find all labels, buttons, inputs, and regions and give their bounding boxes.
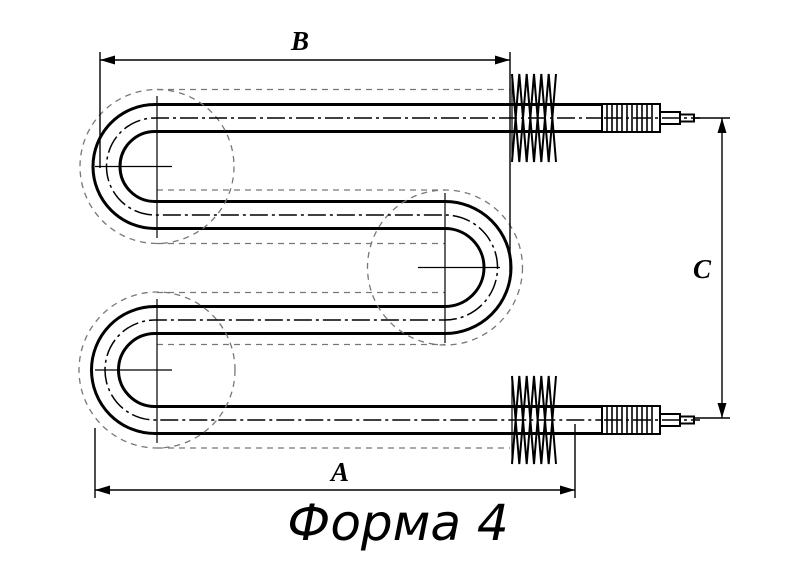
bottom-terminal — [511, 375, 700, 465]
dim-a-arrow-right — [560, 485, 575, 495]
dim-b-arrow-left — [100, 55, 115, 65]
top-insulator-corrugation-b — [511, 73, 557, 163]
caption-text: Форма 4 — [287, 494, 508, 552]
dimension-b: B — [99, 26, 511, 272]
dimension-b-label: B — [290, 26, 309, 56]
dim-c-arrow-bottom — [717, 403, 727, 418]
dim-b-arrow-right — [495, 55, 510, 65]
dimension-c: C — [693, 117, 730, 419]
dimension-c-label: C — [693, 254, 712, 284]
bend-envelope-construction — [78, 88, 524, 449]
bottom-insulator-corrugation-a — [511, 375, 557, 465]
dimension-a-label: A — [329, 457, 349, 487]
bottom-insulator-corrugation-b — [511, 375, 557, 465]
top-terminal — [511, 73, 700, 163]
dim-a-arrow-left — [95, 485, 110, 495]
bend-center-marks — [95, 96, 500, 443]
envelope-circle-top-left — [79, 88, 235, 245]
top-insulator-corrugation-a — [511, 73, 557, 163]
dimension-a: A — [94, 424, 576, 498]
dim-c-arrow-top — [717, 118, 727, 133]
